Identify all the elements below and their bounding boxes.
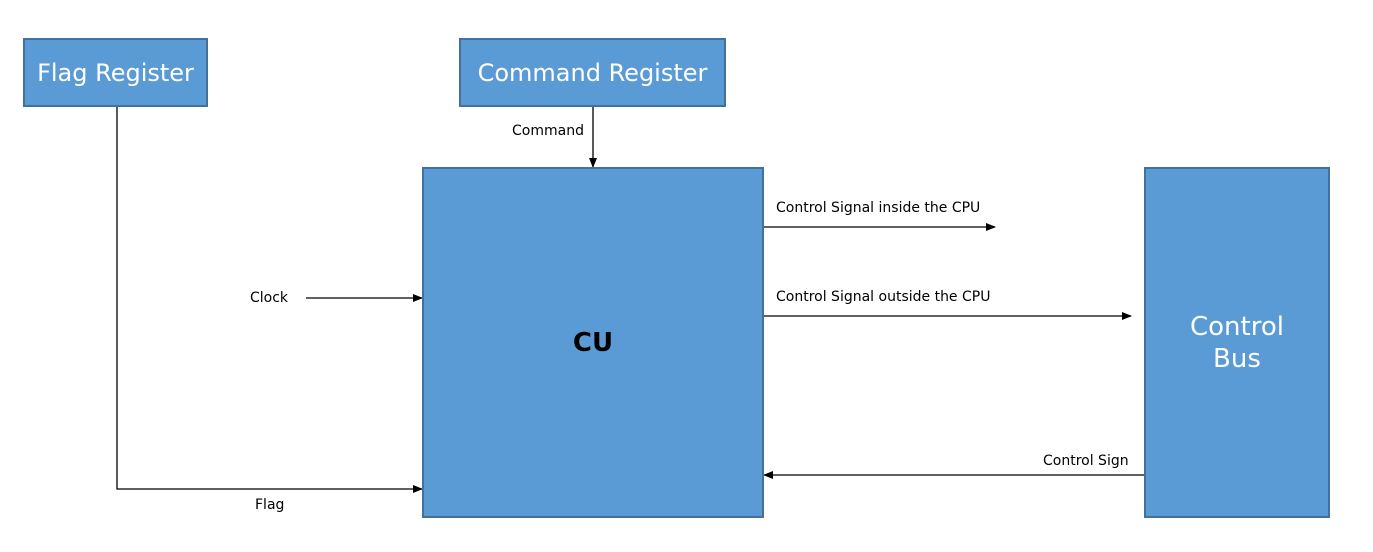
clock-label: Clock: [250, 290, 289, 306]
flag-register-box: Flag Register: [23, 38, 208, 107]
command-label: Command: [512, 123, 584, 139]
flag-arrow: [116, 107, 423, 493]
cu-title: CU: [572, 327, 614, 358]
control-bus-title: Control Bus: [1190, 311, 1284, 374]
command-register-title: Command Register: [477, 58, 708, 87]
control-bus-box: Control Bus: [1144, 167, 1330, 518]
cu-box: CU: [422, 167, 764, 518]
command-register-box: Command Register: [459, 38, 726, 107]
signal-inside-label: Control Signal inside the CPU: [776, 200, 981, 216]
signal-outside-label: Control Signal outside the CPU: [776, 289, 991, 305]
flag-label: Flag: [255, 497, 285, 513]
control-sign-label: Control Sign: [1043, 453, 1129, 469]
flag-register-title: Flag Register: [37, 58, 194, 87]
